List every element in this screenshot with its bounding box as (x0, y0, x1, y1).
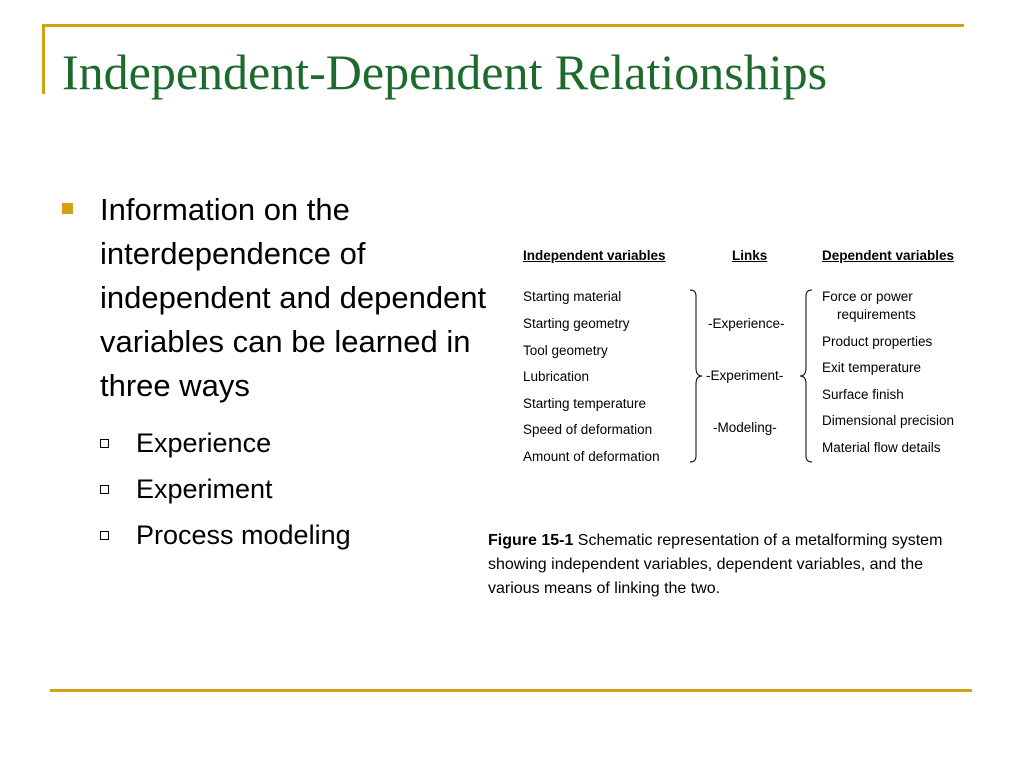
dependent-variable: Dimensional precision (822, 413, 955, 428)
dependent-variable: Force or power (822, 289, 913, 304)
link-label: -Experiment- (706, 368, 784, 383)
bullet-text: Information on the interdependence of in… (100, 192, 487, 403)
figure-braces (689, 289, 813, 463)
footer-divider (50, 689, 972, 692)
independent-variable: Starting temperature (523, 396, 647, 411)
left-brace-icon (799, 289, 813, 463)
independent-variables-header: Independent variables (523, 248, 666, 263)
frame-top-line (42, 24, 964, 27)
square-bullet-icon (62, 203, 73, 214)
independent-variable: Starting geometry (523, 316, 630, 331)
sub-bullet-text: Experience (136, 428, 272, 458)
link-label: -Experience- (708, 316, 785, 331)
independent-variable: Lubrication (523, 369, 590, 384)
right-brace-icon (689, 289, 703, 463)
dependent-variable: Product properties (822, 334, 933, 349)
sub-bullet-text: Process modeling (136, 520, 351, 550)
independent-variable: Amount of deformation (523, 449, 660, 464)
dependent-variable: Surface finish (822, 387, 904, 402)
figure-caption-text: Schematic representation of a metalformi… (488, 532, 943, 597)
sub-bullet-item: Experiment (100, 466, 492, 512)
hollow-square-bullet-icon (100, 438, 109, 448)
frame-vertical-line (42, 24, 45, 94)
hollow-square-bullet-icon (100, 530, 109, 540)
sub-bullet-list: Experience Experiment Process modeling (100, 420, 492, 558)
hollow-square-bullet-icon (100, 484, 109, 494)
figure-caption-label: Figure 15-1 (488, 532, 574, 549)
independent-variable: Speed of deformation (523, 422, 653, 437)
sub-bullet-item: Process modeling (100, 512, 492, 558)
independent-variable: Tool geometry (523, 343, 608, 358)
dependent-variable: Material flow details (822, 440, 941, 455)
sub-bullet-text: Experiment (136, 474, 273, 504)
dependent-variables-header: Dependent variables (822, 248, 955, 263)
bullet-item: Information on the interdependence of in… (62, 188, 492, 408)
slide-title: Independent-Dependent Relationships (62, 44, 828, 100)
metalforming-schematic-figure: Independent variables Links Dependent va… (515, 240, 985, 470)
dependent-variable: Exit temperature (822, 360, 922, 375)
link-label: -Modeling- (713, 420, 777, 435)
figure-caption: Figure 15-1 Schematic representation of … (488, 529, 978, 601)
bullet-list: Information on the interdependence of in… (62, 188, 492, 558)
sub-bullet-item: Experience (100, 420, 492, 466)
independent-variable: Starting material (523, 289, 622, 304)
dependent-variable: requirements (837, 307, 916, 322)
links-header: Links (732, 248, 768, 263)
